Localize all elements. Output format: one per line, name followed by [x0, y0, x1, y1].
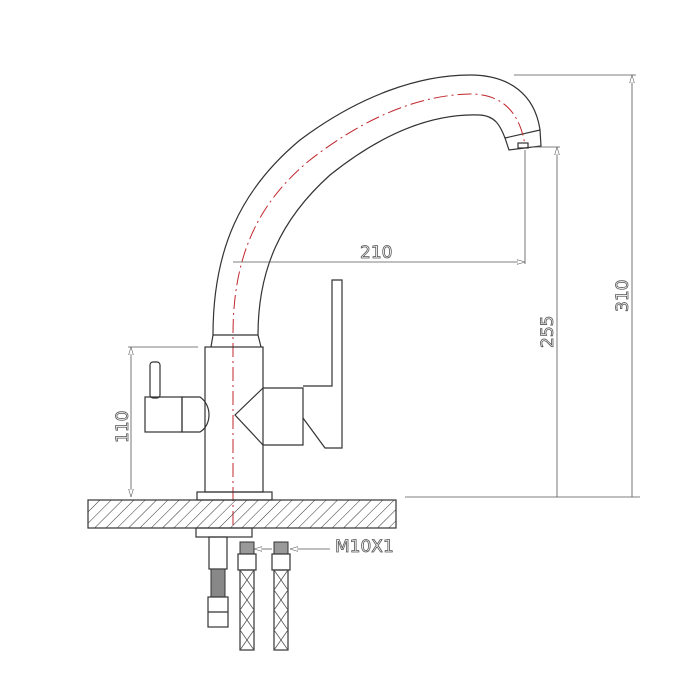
- dimension-110: 110: [113, 346, 198, 497]
- left-handle: [144, 361, 210, 433]
- centerline: [232, 93, 526, 525]
- hose-left: [237, 541, 257, 651]
- dimension-label-310: 310: [613, 280, 633, 312]
- right-lever: [234, 279, 343, 449]
- dimension-label-110: 110: [113, 411, 133, 443]
- dimension-label-210: 210: [360, 243, 392, 263]
- dimension-310: 310: [405, 74, 640, 498]
- hose-right: [271, 541, 291, 651]
- dimension-210: 210: [233, 150, 526, 264]
- dimension-255: 255: [530, 146, 560, 497]
- thread-label: M10X1: [335, 537, 394, 557]
- spout: [212, 74, 542, 336]
- threaded-stud: [207, 536, 229, 628]
- thread-callout: M10X1: [254, 537, 394, 557]
- dimension-label-255: 255: [538, 316, 558, 348]
- countertop: [87, 499, 397, 529]
- faucet-body: [196, 334, 273, 501]
